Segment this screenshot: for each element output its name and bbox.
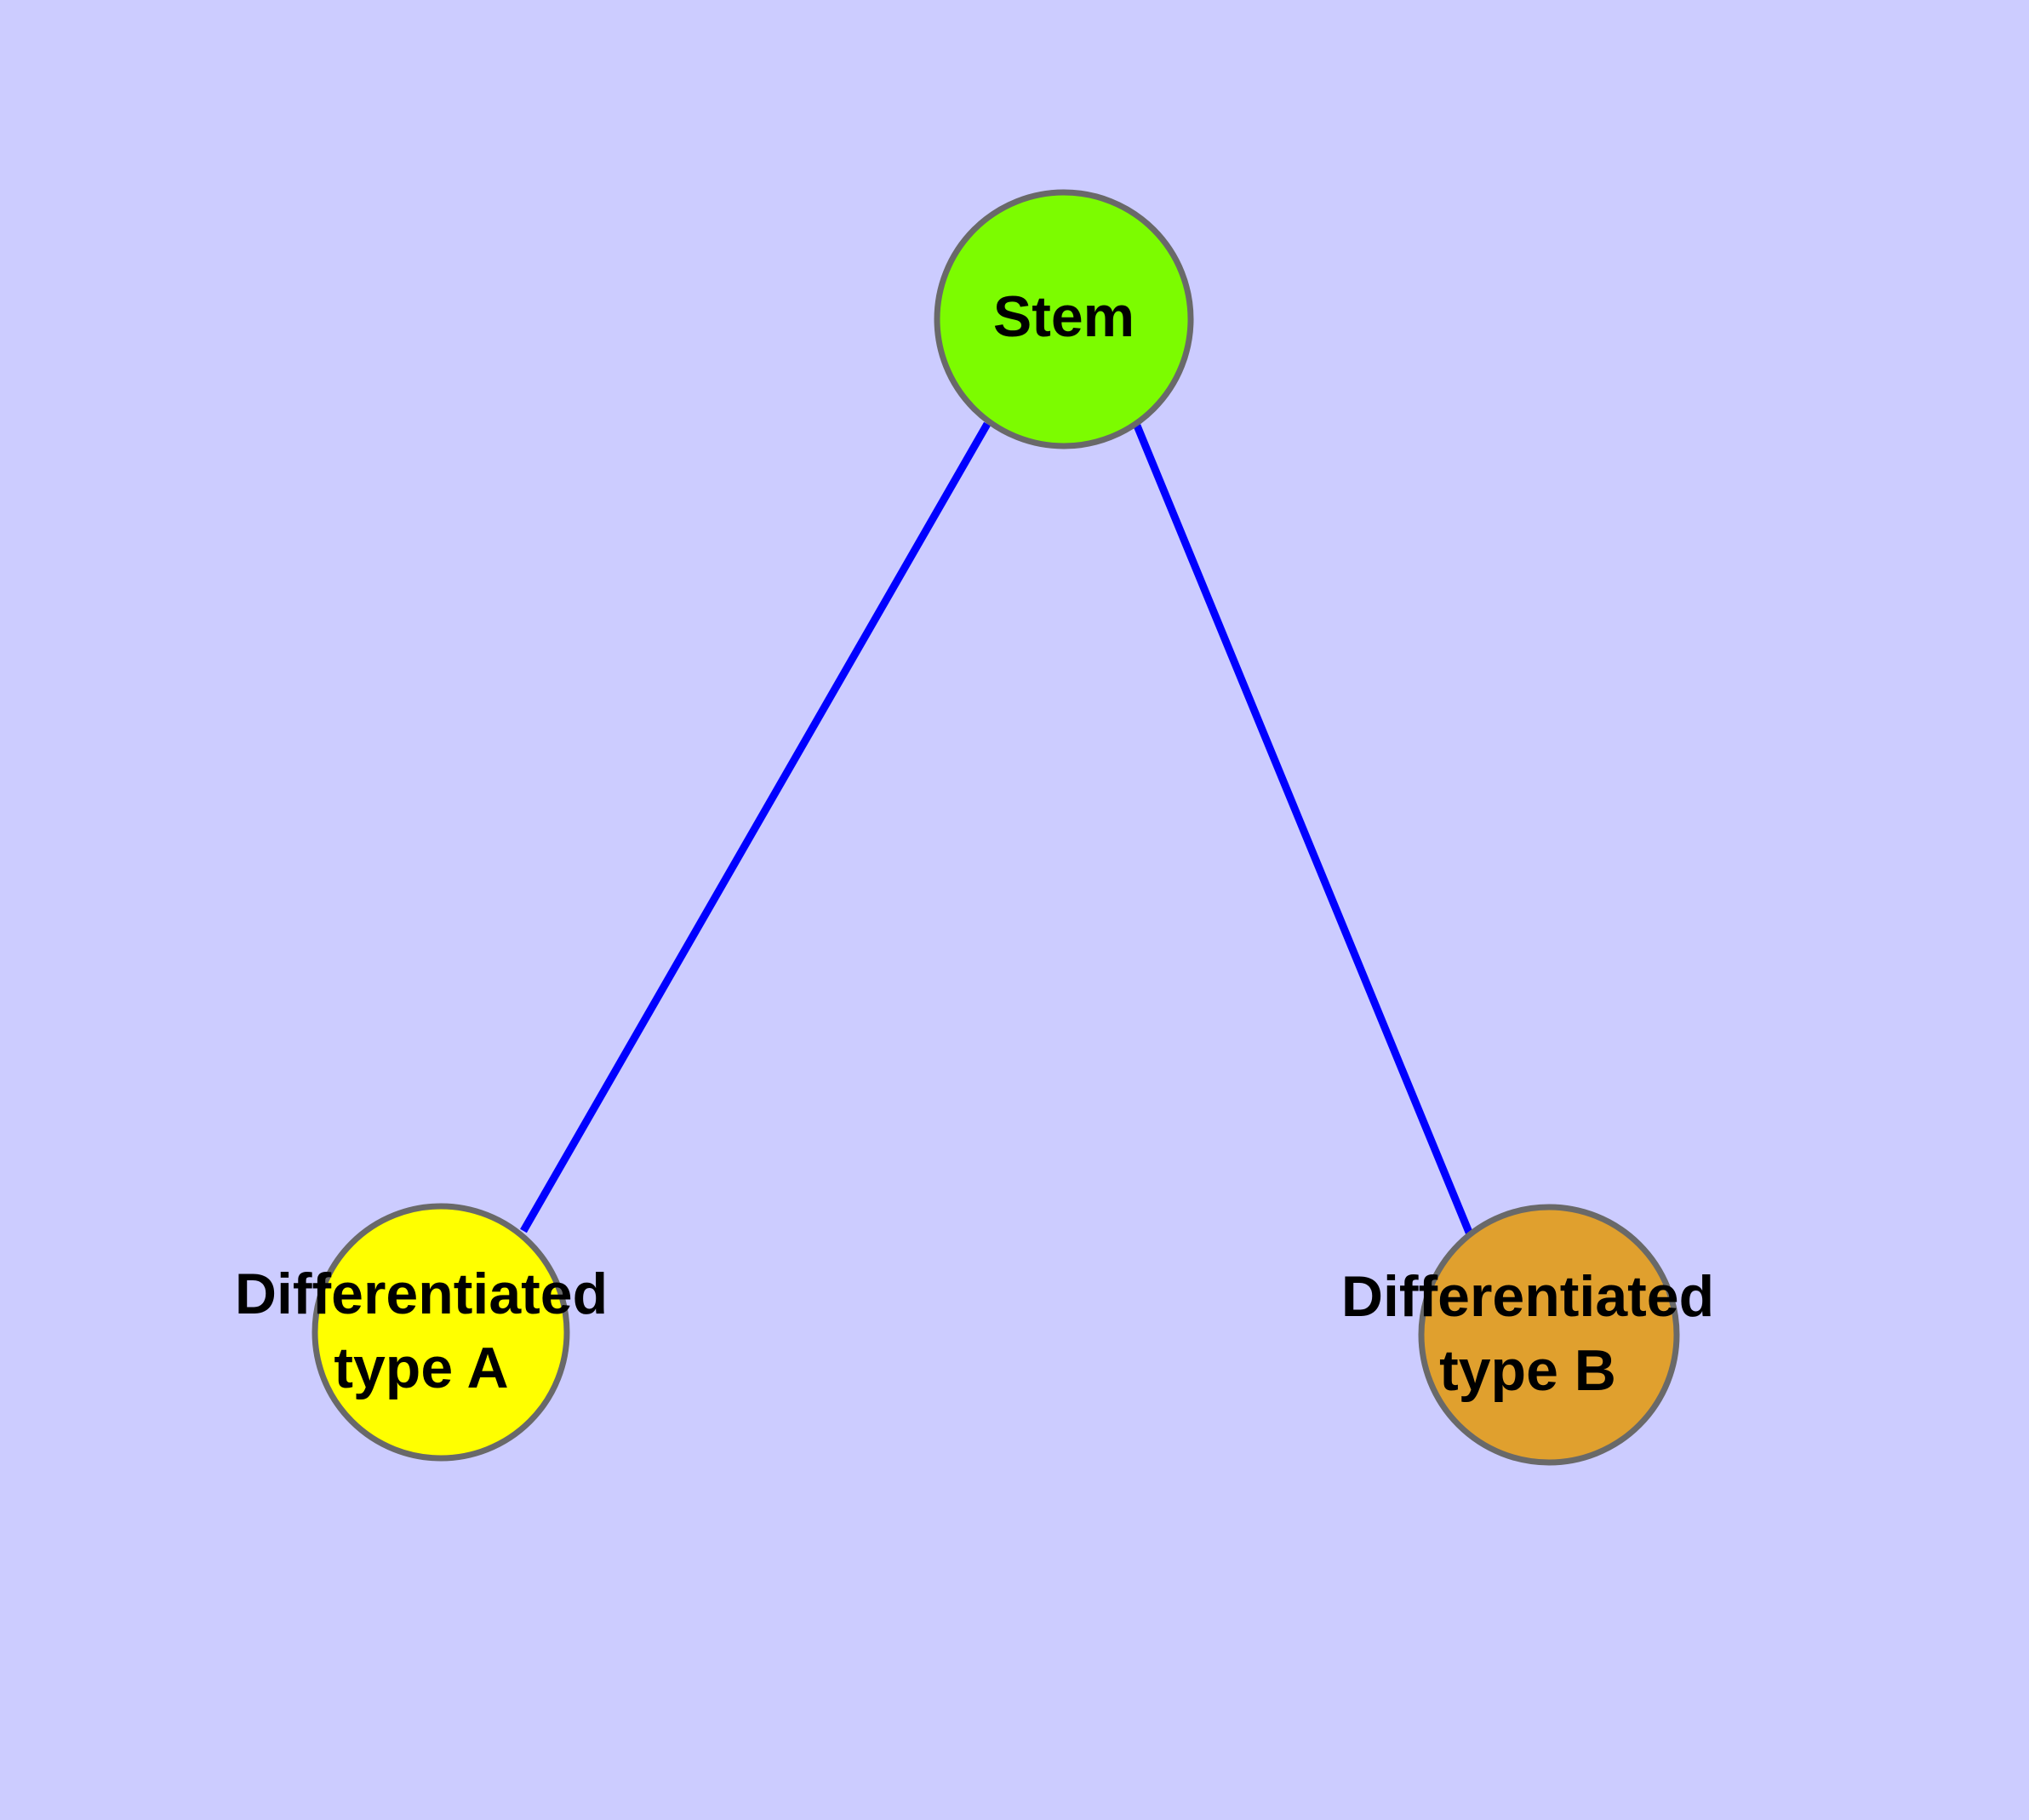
label-layer: Stem Differentiated type A Differentiate… bbox=[235, 284, 1714, 1403]
node-differentiated-type-b-circle[interactable] bbox=[1418, 1204, 1680, 1466]
node-differentiated-type-a-circle[interactable] bbox=[311, 1203, 570, 1462]
node-differentiated-type-a[interactable] bbox=[311, 1203, 570, 1462]
edge-stem-to-differentiated-type-a[interactable] bbox=[520, 421, 991, 1233]
edge-stem-to-differentiated-type-b[interactable] bbox=[1133, 424, 1474, 1236]
node-layer bbox=[311, 189, 1680, 1466]
node-differentiated-type-b-label-line2: type B bbox=[1439, 1338, 1616, 1403]
node-differentiated-type-a-label-line2: type A bbox=[334, 1336, 508, 1400]
edge-layer bbox=[520, 421, 1474, 1236]
node-differentiated-type-b-label-line1: Differentiated bbox=[1341, 1264, 1714, 1329]
node-differentiated-type-b[interactable] bbox=[1418, 1204, 1680, 1466]
node-stem-label: Stem bbox=[993, 284, 1135, 349]
node-stem-circle[interactable] bbox=[934, 189, 1194, 449]
node-differentiated-type-a-label-line1: Differentiated bbox=[235, 1262, 608, 1326]
node-stem[interactable] bbox=[934, 189, 1194, 449]
